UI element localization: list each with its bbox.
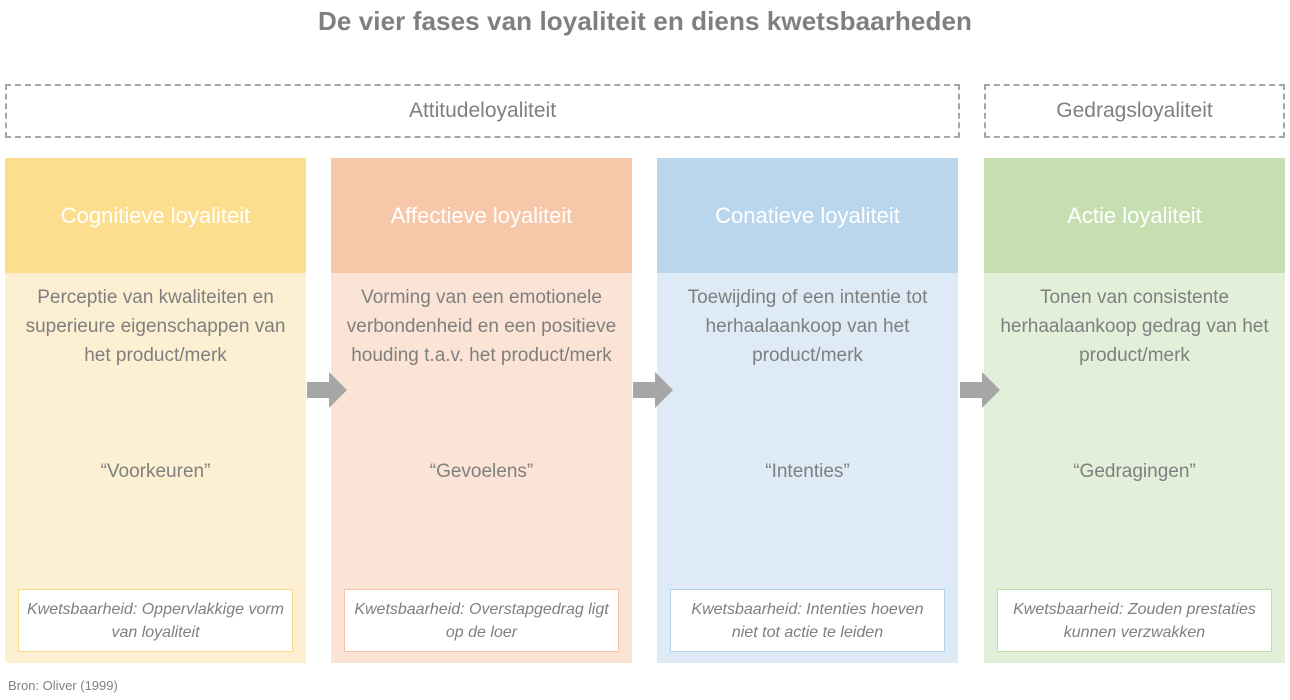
phase-description-actie-loyaliteit: Tonen van consistente herhaalaankoop ged… [1000,287,1269,366]
phase-columns: Cognitieve loyaliteit Perceptie van kwal… [0,158,1290,663]
phase-column-affectieve-loyaliteit: Affectieve loyaliteit Vorming van een em… [331,158,632,663]
group-label-attitudeloyaliteit: Attitudeloyaliteit [408,99,557,122]
arrow-right-icon [631,368,675,412]
phase-quote-conatieve-loyaliteit: “Intenties” [765,461,850,482]
vulnerability-box-cognitieve-loyaliteit: Kwetsbaarheid: Oppervlakkige vorm van lo… [18,589,293,652]
source-note: Bron: Oliver (1999) [8,678,118,693]
phase-column-cognitieve-loyaliteit: Cognitieve loyaliteit Perceptie van kwal… [5,158,306,663]
arrow-right-icon [305,368,349,412]
phase-column-actie-loyaliteit: Actie loyaliteit Tonen van consistente h… [984,158,1285,663]
group-band-gedragsloyaliteit: Gedragsloyaliteit [984,84,1285,138]
phase-header-conatieve-loyaliteit: Conatieve loyaliteit [657,158,958,273]
phase-quote-affectieve-loyaliteit: “Gevoelens” [429,461,534,482]
phase-body-cognitieve-loyaliteit: Perceptie van kwaliteiten en superieure … [5,273,306,663]
phase-body-actie-loyaliteit: Tonen van consistente herhaalaankoop ged… [984,273,1285,663]
phase-description-cognitieve-loyaliteit: Perceptie van kwaliteiten en superieure … [25,287,286,366]
phase-quote-cognitieve-loyaliteit: “Voorkeuren” [100,461,211,482]
phase-description-affectieve-loyaliteit: Vorming van een emotionele verbondenheid… [346,287,617,366]
phase-header-affectieve-loyaliteit: Affectieve loyaliteit [331,158,632,273]
group-label-gedragsloyaliteit: Gedragsloyaliteit [1056,99,1213,122]
vulnerability-box-conatieve-loyaliteit: Kwetsbaarheid: Intenties hoeven niet tot… [670,589,945,652]
phase-quote-actie-loyaliteit: “Gedragingen” [1073,461,1196,482]
phase-body-conatieve-loyaliteit: Toewijding of een intentie tot herhaalaa… [657,273,958,663]
vulnerability-box-affectieve-loyaliteit: Kwetsbaarheid: Overstapgedrag ligt op de… [344,589,619,652]
phase-header-actie-loyaliteit: Actie loyaliteit [984,158,1285,273]
arrow-right-icon [958,368,1002,412]
phase-column-conatieve-loyaliteit: Conatieve loyaliteit Toewijding of een i… [657,158,958,663]
vulnerability-box-actie-loyaliteit: Kwetsbaarheid: Zouden prestaties kunnen … [997,589,1272,652]
phase-description-conatieve-loyaliteit: Toewijding of een intentie tot herhaalaa… [687,287,928,366]
page-title: De vier fases van loyaliteit en diens kw… [317,6,973,36]
phase-body-affectieve-loyaliteit: Vorming van een emotionele verbondenheid… [331,273,632,663]
group-band-attitudeloyaliteit: Attitudeloyaliteit [5,84,960,138]
phase-header-cognitieve-loyaliteit: Cognitieve loyaliteit [5,158,306,273]
